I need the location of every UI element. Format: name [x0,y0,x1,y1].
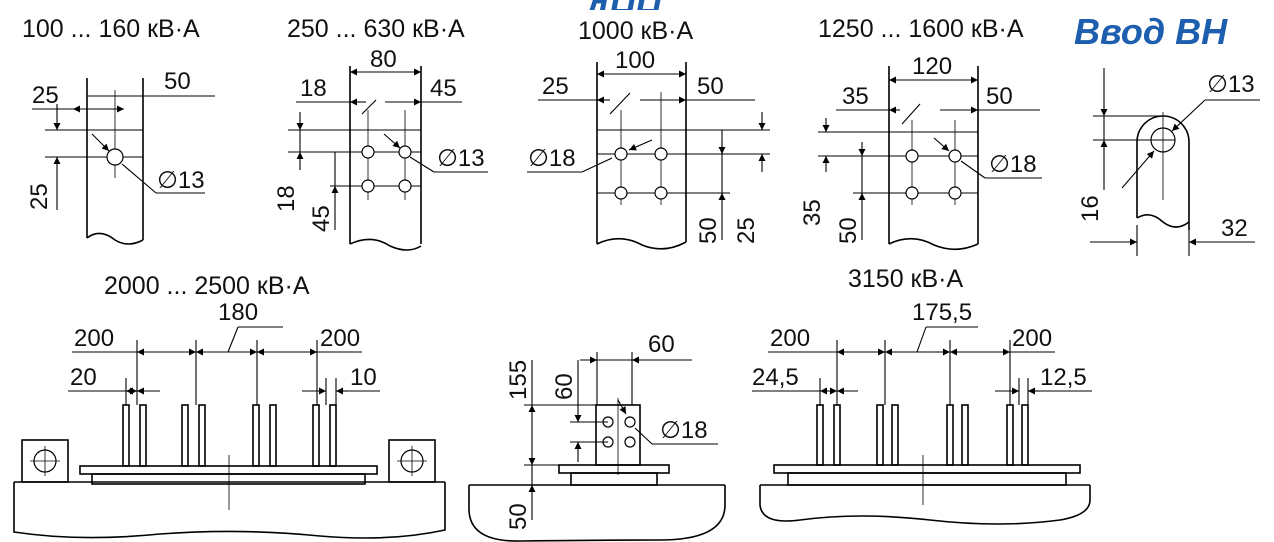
dim-50: 50 [164,68,191,95]
dim-25-side: 25 [26,183,53,210]
dim-dia-13: ∅13 [1207,71,1255,98]
dim-200-right: 200 [1012,325,1052,352]
top-heading-text: ДНН [579,0,661,32]
dim-50-top: 50 [697,73,724,100]
dim-50-top: 50 [986,83,1013,110]
dim-25-side: 25 [733,217,760,244]
top-heading-fragment: ДНН [579,0,661,32]
drawing-1000: 100 25 50 ∅18 50 25 [527,47,770,250]
dim-45-top: 45 [430,75,457,102]
dim-175-5: 175,5 [912,299,972,326]
dim-200-left: 200 [770,325,810,352]
dim-18-side: 18 [273,185,300,212]
dim-dia-13: ∅13 [437,145,485,172]
drawing-250-630: 80 18 45 18 45 ∅13 [273,46,488,251]
heading-vvod-vn: Ввод ВН [1074,11,1228,52]
dim-180: 180 [218,299,258,326]
heading-2000-2500: 2000 ... 2500 кВ·А [104,272,310,300]
dim-16: 16 [1077,195,1104,222]
dim-dia-18: ∅18 [528,145,576,172]
drawing-vvod-vn: ∅13 16 32 [1077,68,1260,256]
heading-1000: 1000 кВ·А [578,17,693,45]
dim-60-top: 60 [648,331,675,358]
dim-24-5: 24,5 [752,364,799,391]
dim-155: 155 [505,360,532,400]
dim-20: 20 [70,364,97,391]
dim-50: 50 [505,503,532,530]
dim-dia-18: ∅18 [660,417,708,444]
dim-25-top: 25 [542,73,569,100]
dim-12-5: 12,5 [1040,364,1087,391]
dim-45-side: 45 [308,205,335,232]
heading-1250-1600: 1250 ... 1600 кВ·А [818,15,1024,43]
dim-35-top: 35 [842,83,869,110]
heading-3150: 3150 кВ·А [848,265,963,293]
drawing-1250-1600: 120 35 50 35 50 ∅18 [799,53,1042,251]
dim-50-side: 50 [695,217,722,244]
dim-80: 80 [370,46,397,73]
dim-60-side: 60 [551,373,578,400]
heading-250-630: 250 ... 630 кВ·А [287,15,465,43]
dim-120: 120 [912,53,952,80]
dim-200-right: 200 [320,325,360,352]
drawing-side-view: 60 155 60 ∅18 50 [468,331,726,542]
dim-18-top: 18 [300,75,327,102]
drawing-100-160: 25 50 25 ∅13 [26,68,215,245]
dim-dia-18: ∅18 [989,151,1037,178]
dim-35-side: 35 [799,199,826,226]
dim-25-top: 25 [32,82,59,109]
heading-100-160: 100 ... 160 кВ·А [22,15,200,43]
dim-100: 100 [615,47,655,74]
dim-200-left: 200 [74,325,114,352]
drawing-3150: 200 175,5 200 24,5 12,5 [752,299,1092,525]
dim-dia-13: ∅13 [157,167,205,194]
dim-10: 10 [350,364,377,391]
drawing-2000-2500: 200 180 200 20 10 [13,299,446,539]
dim-50-side: 50 [835,217,862,244]
dim-32: 32 [1221,215,1248,242]
